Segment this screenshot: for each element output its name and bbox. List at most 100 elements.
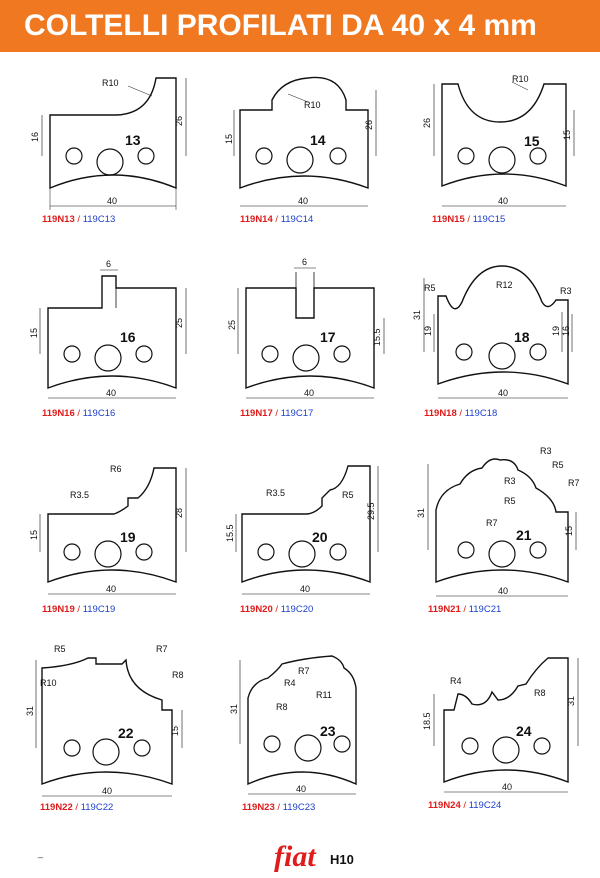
fiat-logo-icon: fiat <box>274 840 317 872</box>
profile-drawing-13: 13 R10 16 26 40 <box>30 77 187 210</box>
dimension-label: 26 <box>174 116 184 126</box>
dimension-label: R8 <box>276 702 288 712</box>
dimension-label: R5 <box>424 283 436 293</box>
dimension-label: 29.5 <box>366 502 376 520</box>
dimension-label: 16 <box>561 326 571 336</box>
dimension-label: R5 <box>504 496 516 506</box>
dimension-label: 15.5 <box>225 524 235 542</box>
profile-code: 119N18 / 119C18 <box>424 408 498 419</box>
dimension-label: 31 <box>412 310 422 320</box>
footer-mark: _ <box>38 848 44 858</box>
profile-number: 18 <box>514 329 530 345</box>
dimension-label: 31 <box>25 706 35 716</box>
dimension-label: 25 <box>174 318 184 328</box>
profile-number: 16 <box>120 329 136 345</box>
dimension-label: R7 <box>156 644 168 654</box>
dimension-label: 40 <box>298 196 308 206</box>
dimension-label: R8 <box>172 670 184 680</box>
profile-card: 21 R3 R3 R5 R5 R7 R7 31 15 40 119N21 / 1… <box>414 446 584 621</box>
dimension-label: R10 <box>512 74 529 84</box>
profile-card: 15 R10 26 15 40 119N15 / 119C15 <box>418 70 588 245</box>
dimension-label: R5 <box>552 460 564 470</box>
profile-card: 18 R5 R12 R3 31 19 19 16 40 119N18 / 119… <box>410 258 580 433</box>
dimension-label: R6 <box>110 464 122 474</box>
dimension-label: 25 <box>227 320 237 330</box>
dimension-label: R10 <box>102 78 119 88</box>
profile-number: 15 <box>524 133 540 149</box>
dimension-label: 28 <box>174 508 184 518</box>
profile-card: 17 6 25 15.5 40 119N17 / 119C17 <box>226 257 396 433</box>
dimension-label: 15 <box>224 134 234 144</box>
dimension-label: 15 <box>170 726 180 736</box>
page-title: COLTELLI PROFILATI DA 40 x 4 mm <box>24 9 537 42</box>
dimension-label: 6 <box>302 257 307 267</box>
dimension-label: 40 <box>106 388 116 398</box>
dimension-label: R3 <box>504 476 516 486</box>
dimension-label: 31 <box>229 704 239 714</box>
dimension-label: 15 <box>29 328 39 338</box>
profile-code: 119N16 / 119C16 <box>42 408 116 419</box>
dimension-label: 40 <box>502 782 512 792</box>
profile-number: 22 <box>118 725 134 741</box>
profile-code: 119N20 / 119C20 <box>240 604 314 615</box>
profile-card: 14 R10 15 26 40 119N14 / 119C14 <box>224 70 396 245</box>
profile-number: 17 <box>320 329 336 345</box>
profile-drawing-22: 22 R5 R7 R10 R8 31 15 40 <box>25 644 184 797</box>
dimension-label: R8 <box>534 688 546 698</box>
dimension-label: 26 <box>422 118 432 128</box>
dimension-label: R3.5 <box>70 490 89 500</box>
dimension-label: R12 <box>496 280 513 290</box>
dimension-label: 40 <box>498 196 508 206</box>
profile-code: 119N22 / 119C22 <box>40 802 114 813</box>
dimension-label: R3 <box>560 286 572 296</box>
profile-drawing-15: 15 R10 26 15 40 <box>422 74 575 207</box>
profile-code: 119N15 / 119C15 <box>432 214 506 225</box>
dimension-label: R5 <box>342 490 354 500</box>
dimension-label: 40 <box>106 584 116 594</box>
profile-drawing-16: 16 6 15 25 40 <box>29 259 187 399</box>
dimension-label: 15.5 <box>372 328 382 346</box>
profile-code: 119N19 / 119C19 <box>42 604 116 615</box>
profile-card: 23 R7 R4 R11 R8 31 40 119N23 / 119C23 <box>228 638 398 813</box>
profile-card: 24 R4 R8 18.5 31 40 119N24 / 119C24 <box>414 638 584 813</box>
page-header: COLTELLI PROFILATI DA 40 x 4 mm <box>0 0 600 52</box>
profile-code: 119N24 / 119C24 <box>428 800 502 811</box>
profile-drawing-23: 23 R7 R4 R11 R8 31 40 <box>229 655 357 795</box>
profile-number: 20 <box>312 529 328 545</box>
dimension-label: R3 <box>540 446 552 456</box>
dimension-label: 19 <box>551 326 561 336</box>
profile-drawing-20: 20 R3.5 R5 15.5 29.5 40 <box>225 465 379 595</box>
dimension-label: 18.5 <box>422 712 432 730</box>
profile-drawing-17: 17 6 25 15.5 40 <box>227 257 385 399</box>
profile-code: 119N14 / 119C14 <box>240 214 314 225</box>
profile-drawing-21: 21 R3 R3 R5 R5 R7 R7 31 15 40 <box>416 446 580 597</box>
dimension-label: R4 <box>450 676 462 686</box>
dimension-label: 19 <box>423 326 433 336</box>
dimension-label: R4 <box>284 678 296 688</box>
profile-number: 14 <box>310 132 326 148</box>
profile-code: 119N23 / 119C23 <box>242 802 316 813</box>
profile-card: 20 R3.5 R5 15.5 29.5 40 119N20 / 119C20 <box>225 458 396 633</box>
page-number: H10 <box>330 852 354 867</box>
dimension-label: 6 <box>106 259 111 269</box>
dimension-label: 31 <box>566 696 576 706</box>
dimension-label: 40 <box>300 584 310 594</box>
profile-drawing-14: 14 R10 15 26 40 <box>224 76 377 207</box>
profile-drawing-24: 24 R4 R8 18.5 31 40 <box>422 657 579 793</box>
dimension-label: 40 <box>296 784 306 794</box>
profile-card: 13 R10 16 26 40 119N13 / 119C13 <box>28 70 198 245</box>
dimension-label: R11 <box>316 690 332 700</box>
dimension-label: R7 <box>568 478 580 488</box>
profile-number: 13 <box>125 132 141 148</box>
dimension-label: 16 <box>30 132 40 142</box>
profile-code: 119N13 / 119C13 <box>42 214 116 225</box>
dimension-label: 40 <box>498 388 508 398</box>
profile-drawing-19: 19 R6 R3.5 15 28 40 <box>29 464 187 595</box>
dimension-label: 40 <box>107 196 117 206</box>
logo-text: fiat <box>274 840 317 872</box>
profile-number: 21 <box>516 527 532 543</box>
profile-card: 19 R6 R3.5 15 28 40 119N19 / 119C19 <box>28 458 198 633</box>
dimension-label: R7 <box>298 666 310 676</box>
dimension-label: 31 <box>416 508 426 518</box>
dimension-label: 26 <box>364 120 374 130</box>
